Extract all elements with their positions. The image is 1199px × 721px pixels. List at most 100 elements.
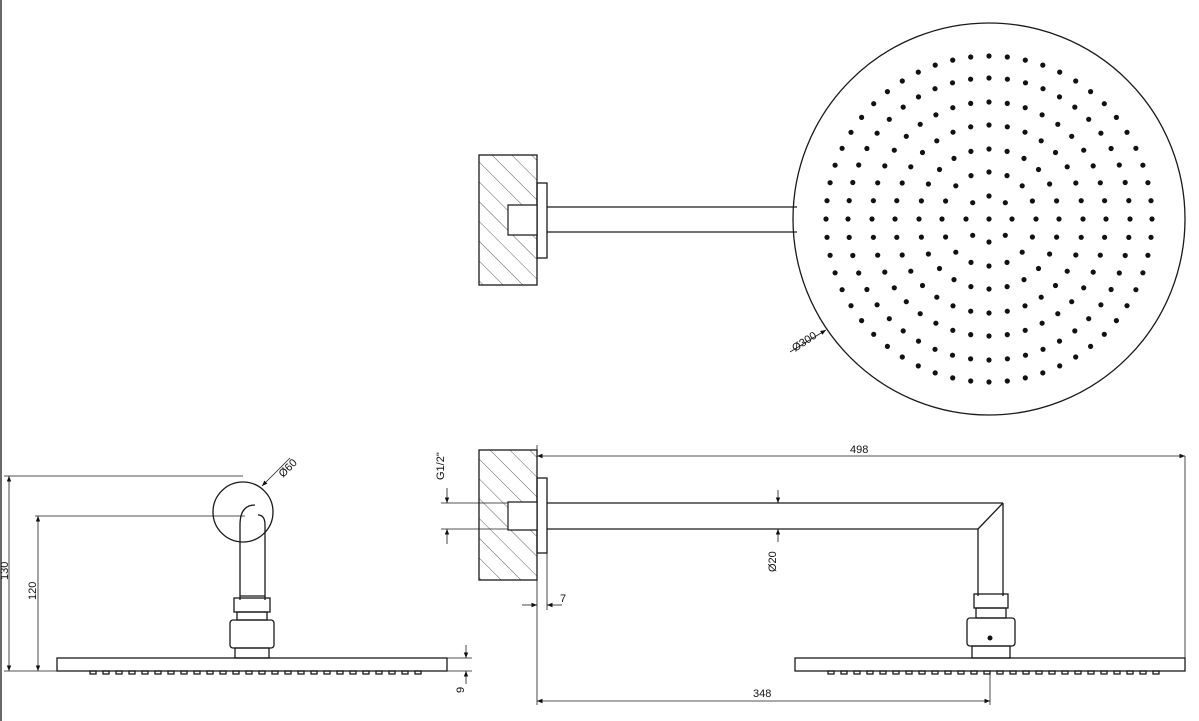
nozzle-dot	[968, 259, 974, 265]
nozzle-dot	[1072, 328, 1078, 334]
nozzle-tip	[258, 670, 266, 675]
arm-length-label: 498	[850, 444, 868, 456]
nozzle-tip	[918, 670, 926, 675]
nozzle-dot	[870, 234, 877, 240]
nozzle-dot	[968, 148, 974, 154]
nozzle-dot	[1022, 129, 1028, 135]
nozzle-tip	[1139, 670, 1147, 675]
nozzle-dot	[968, 332, 974, 338]
nozzle-tip	[375, 670, 383, 675]
nozzle-dot	[871, 331, 877, 337]
nozzle-dot	[1040, 86, 1046, 92]
nozzle-dot	[894, 198, 900, 204]
nozzle-dot	[951, 155, 957, 161]
nozzle-dot	[1055, 121, 1061, 127]
nozzle-dot	[986, 357, 992, 363]
nozzle-dot	[1064, 164, 1070, 170]
nozzle-dot	[1004, 308, 1010, 314]
nozzle-dot	[1080, 216, 1086, 222]
nozzle-tip	[362, 670, 370, 675]
nozzle-dot	[950, 375, 956, 381]
shower-head-front	[794, 657, 1186, 672]
nozzle-tip	[905, 670, 913, 675]
nozzle-dot	[1022, 105, 1028, 111]
nozzle-dot	[934, 138, 940, 144]
nozzle-dot	[1002, 232, 1008, 238]
nozzle-dot	[970, 232, 976, 238]
wall-connector-top	[507, 204, 538, 236]
nozzle-dot	[917, 311, 923, 317]
nozzle-dot	[1039, 112, 1045, 118]
nozzle-dot	[950, 57, 956, 63]
nozzle-tip	[1152, 670, 1160, 675]
nozzle-dot	[968, 378, 974, 384]
nozzle-dot	[1113, 114, 1119, 120]
nozzle-dot	[1102, 198, 1108, 204]
nozzle-dot	[882, 269, 888, 275]
nozzle-dot	[1081, 147, 1087, 153]
nozzle-dot	[1078, 198, 1084, 204]
nozzle-dot	[986, 239, 992, 245]
nozzle-dot	[1019, 183, 1025, 189]
nozzle-dot	[953, 249, 959, 255]
nozzle-dot	[950, 327, 956, 333]
nozzle-dot	[1124, 129, 1130, 135]
nozzle-dot	[875, 252, 881, 258]
nozzle-dot	[1122, 179, 1128, 186]
nozzle-dot	[963, 216, 969, 222]
nozzle-dot	[859, 318, 865, 324]
nozzle-tip	[219, 670, 227, 675]
nozzle-dot	[1069, 133, 1075, 139]
nozzle-dot	[986, 146, 992, 152]
nozzle-dot	[1054, 198, 1060, 204]
nozzle-dot	[1073, 180, 1079, 186]
nozzle-tip	[1009, 670, 1017, 675]
nozzle-dot	[916, 216, 922, 222]
nozzle-dot	[953, 183, 959, 189]
nozzle-tip	[297, 670, 305, 675]
nozzle-dot	[1081, 285, 1087, 291]
nozzle-tip	[1035, 670, 1043, 675]
nozzle-tip	[180, 670, 188, 675]
nozzle-dot	[1040, 62, 1046, 68]
nozzle-dot	[1004, 148, 1010, 154]
nozzle-dot	[936, 265, 943, 272]
nozzle-dot	[1086, 316, 1092, 322]
nozzle-dot	[968, 284, 974, 290]
nozzle-dot	[1140, 270, 1146, 276]
nozzle-dot	[1021, 155, 1027, 161]
flange-circle	[212, 481, 274, 543]
nozzle-dot	[1047, 181, 1053, 187]
nozzle-dot	[1097, 180, 1103, 186]
nozzle-tip	[827, 670, 835, 675]
nozzle-dot	[1009, 216, 1015, 222]
nozzle-dot	[827, 252, 833, 258]
flange-offset-label: 7	[560, 593, 566, 605]
nozzle-tip	[853, 670, 861, 675]
nozzle-dot	[943, 198, 949, 204]
nozzle-dot	[891, 285, 897, 291]
nozzle-tip	[349, 670, 357, 675]
nozzle-tip	[245, 670, 253, 675]
nozzle-dot	[986, 75, 992, 81]
nozzle-dot	[915, 363, 921, 369]
nozzle-dot	[1004, 54, 1010, 60]
swivel-joint-front	[966, 617, 1016, 647]
nozzle-dot	[1004, 259, 1010, 265]
nozzle-dot	[892, 216, 898, 222]
nozzle-dot	[1004, 173, 1010, 179]
nozzle-dot	[864, 145, 870, 152]
nozzle-dot	[839, 287, 845, 293]
nozzle-dot	[1004, 378, 1010, 384]
nozzle-tip	[996, 670, 1004, 675]
nozzle-dot	[886, 116, 892, 122]
nozzle-dot	[970, 200, 976, 206]
nozzle-dot	[950, 303, 956, 309]
nozzle-dot	[932, 370, 938, 376]
nozzle-dot	[1038, 294, 1044, 300]
nozzle-dot	[968, 308, 974, 314]
nozzle-dot	[1103, 216, 1109, 222]
nozzle-dot	[943, 234, 949, 240]
nozzle-dot	[918, 198, 925, 204]
nozzle-dot	[1038, 138, 1044, 144]
